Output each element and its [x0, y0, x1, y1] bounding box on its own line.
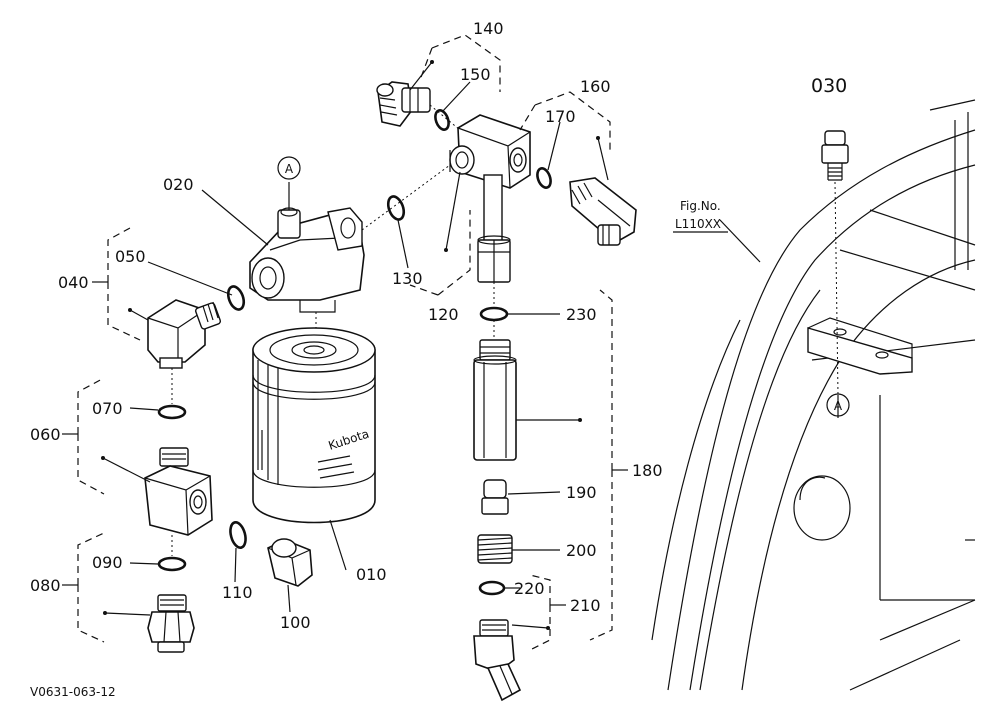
frame-structure [651, 99, 976, 691]
fitting-080 [147, 594, 195, 653]
bolt-030 [821, 130, 849, 396]
mounting-bracket [807, 317, 913, 375]
filter-cartridge-010: Kubota [252, 327, 376, 524]
fitting-210 [473, 619, 522, 702]
oring-230 [479, 306, 509, 322]
filter-head-020 [249, 207, 365, 336]
oring-170 [536, 167, 552, 189]
elbow-040 [147, 299, 222, 404]
strainer-body-180 [473, 339, 517, 461]
fig-ref-line1: Fig.No. [680, 199, 721, 213]
fig-ref-line2: L110XX [675, 217, 721, 231]
spring-200 [477, 534, 513, 564]
label-100: 100 [280, 613, 311, 632]
ref-marker-bottom: A [826, 393, 850, 417]
label-090: 090 [92, 553, 123, 572]
group-brackets [62, 34, 628, 651]
valve-160 [569, 177, 637, 246]
elbow-140 [376, 81, 431, 127]
oring-110 [229, 521, 247, 549]
label-180: 180 [632, 461, 663, 480]
drawing-code: V0631-063-12 [30, 685, 116, 699]
tee-pipe-120 [449, 114, 531, 283]
oring-150 [434, 109, 450, 131]
label-050: 050 [115, 247, 146, 266]
label-140: 140 [473, 19, 504, 38]
label-120: 120 [428, 305, 459, 324]
label-020: 020 [163, 175, 194, 194]
plug-100 [267, 538, 313, 587]
label-160: 160 [580, 77, 611, 96]
label-010: 010 [356, 565, 387, 584]
label-190: 190 [566, 483, 597, 502]
valve-190 [481, 479, 509, 515]
label-130: 130 [392, 269, 423, 288]
adapter-block-060 [144, 447, 213, 556]
label-230: 230 [566, 305, 597, 324]
oring-070 [157, 404, 187, 420]
label-200: 200 [566, 541, 597, 560]
ref-marker-top: A [277, 156, 301, 180]
label-060: 060 [30, 425, 61, 444]
part-labels: 020 050 040 070 060 090 080 110 100 010 … [30, 19, 847, 632]
figure-reference: Fig.No. L110XX [673, 199, 728, 233]
svg-text:A: A [285, 162, 294, 176]
oring-130 [386, 195, 406, 221]
label-170: 170 [545, 107, 576, 126]
label-030: 030 [811, 75, 847, 97]
oring-050 [226, 285, 246, 311]
svg-text:A: A [834, 399, 843, 413]
leader-lines [101, 60, 839, 630]
label-070: 070 [92, 399, 123, 418]
label-110: 110 [222, 583, 253, 602]
label-150: 150 [460, 65, 491, 84]
oring-220 [478, 580, 506, 596]
label-040: 040 [58, 273, 89, 292]
label-080: 080 [30, 576, 61, 595]
label-220: 220 [514, 579, 545, 598]
label-210: 210 [570, 596, 601, 615]
oring-090 [157, 556, 187, 572]
